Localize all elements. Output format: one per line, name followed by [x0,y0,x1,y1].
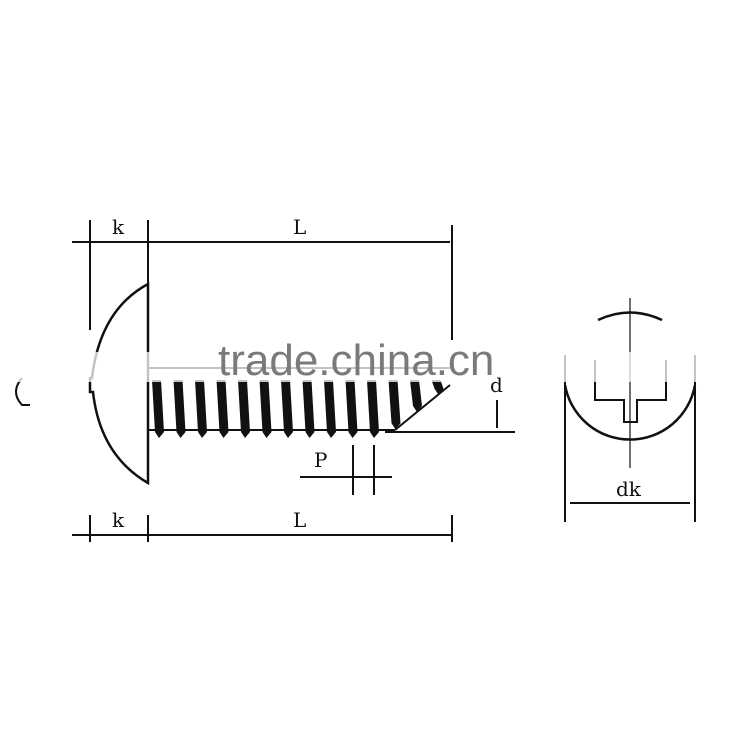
thread-crest [152,380,164,438]
thread-crest [195,380,207,438]
thread-crest [410,380,422,412]
top-dimension [72,220,453,340]
thread-crest [388,380,401,430]
watermark: trade.china.cn [218,336,494,385]
label-P: P [314,448,327,472]
pitch-dimension [300,445,392,495]
thread-crest [345,380,358,438]
thread-crest [367,380,379,438]
thread-crest [216,380,229,438]
thread-crest [281,380,293,438]
thread-crest [173,380,186,438]
watermark-band [0,352,710,382]
thread-crest [238,380,250,438]
partial-c-mark [15,377,30,406]
bottom-dimension [72,515,453,542]
thread-crest [259,380,272,438]
screw-threads [152,380,444,438]
label-k-bottom: k [112,508,125,532]
thread-crest [302,380,315,438]
thread-crest [324,380,336,438]
label-dk: dk [616,477,642,501]
head-end-view [563,298,697,522]
label-L-top: L [293,215,306,239]
label-L-bottom: L [293,508,306,532]
thread-crest [431,380,444,395]
screw-head [88,281,150,486]
label-d: d [490,373,503,397]
label-k-top: k [112,215,125,239]
